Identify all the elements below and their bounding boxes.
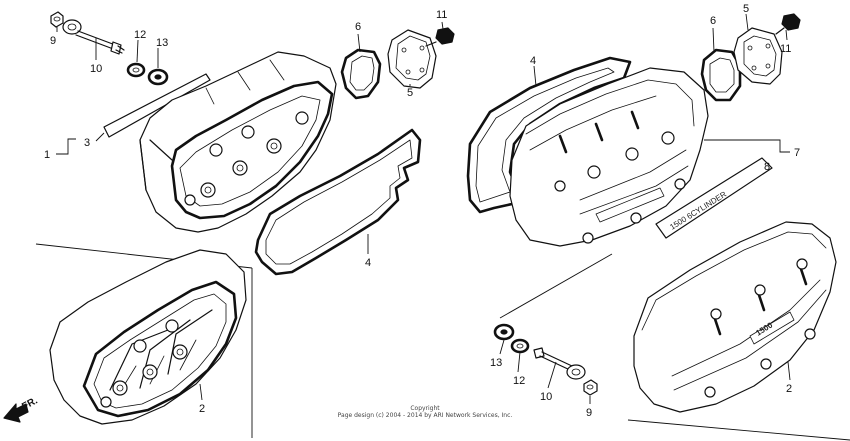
leader-lines (56, 13, 791, 404)
copyright-title: Copyright (410, 405, 440, 412)
callout-13-bottom: 13 (490, 357, 502, 369)
copyright-notice: Page design (c) 2004 - 2014 by ARI Netwo… (337, 412, 513, 419)
callout-6-left: 6 (355, 21, 361, 33)
grommet-13-left (147, 68, 169, 86)
callout-1: 1 (44, 149, 50, 161)
gasket-6-left (340, 48, 382, 100)
callout-10-bottom: 10 (540, 391, 552, 403)
callout-10-left: 10 (90, 63, 102, 75)
nut-9-bottom (583, 379, 598, 396)
gasket-4-left (254, 128, 422, 276)
callout-7: 7 (794, 147, 800, 159)
callout-4-right: 4 (530, 55, 536, 67)
washer-12-left (126, 62, 146, 78)
callout-3: 3 (84, 137, 90, 149)
callout-2-right: 2 (786, 383, 792, 395)
callout-11-right: 11 (780, 43, 791, 55)
screw-11-right (775, 13, 801, 35)
callout-8: 8 (764, 161, 770, 173)
nut-9-left (50, 11, 64, 28)
callout-12-left: 12 (134, 29, 146, 41)
grommet-13-bottom (493, 323, 515, 341)
callout-2-left: 2 (199, 403, 205, 415)
callout-5-right: 5 (743, 3, 749, 15)
callout-labels: 9 10 12 13 3 1 6 5 11 4 2 4 6 5 11 7 8 2… (44, 3, 800, 419)
cover-1-left (139, 51, 337, 233)
cover-2-left (49, 249, 247, 425)
callout-4-left: 4 (365, 257, 371, 269)
front-direction-arrow (3, 403, 29, 423)
callout-13-left: 13 (156, 37, 168, 49)
callout-5-left: 5 (407, 87, 413, 99)
callout-6-right: 6 (710, 15, 716, 27)
cover-7-right (509, 67, 709, 247)
screw-11-left (425, 27, 455, 47)
callout-11-left: 11 (436, 9, 447, 21)
plate-5-left (387, 29, 437, 89)
callout-9-left: 9 (50, 35, 56, 47)
callout-9-bottom: 9 (586, 407, 592, 419)
cover-2-right (633, 221, 837, 413)
gasket-6-right (700, 48, 742, 102)
bolt-10-bottom (533, 347, 586, 380)
emblem-strip-3 (103, 73, 211, 138)
washer-12-bottom (510, 338, 530, 354)
plate-5-right (733, 27, 783, 85)
bolt-10-left (62, 19, 125, 55)
callout-12-bottom: 12 (513, 375, 525, 387)
